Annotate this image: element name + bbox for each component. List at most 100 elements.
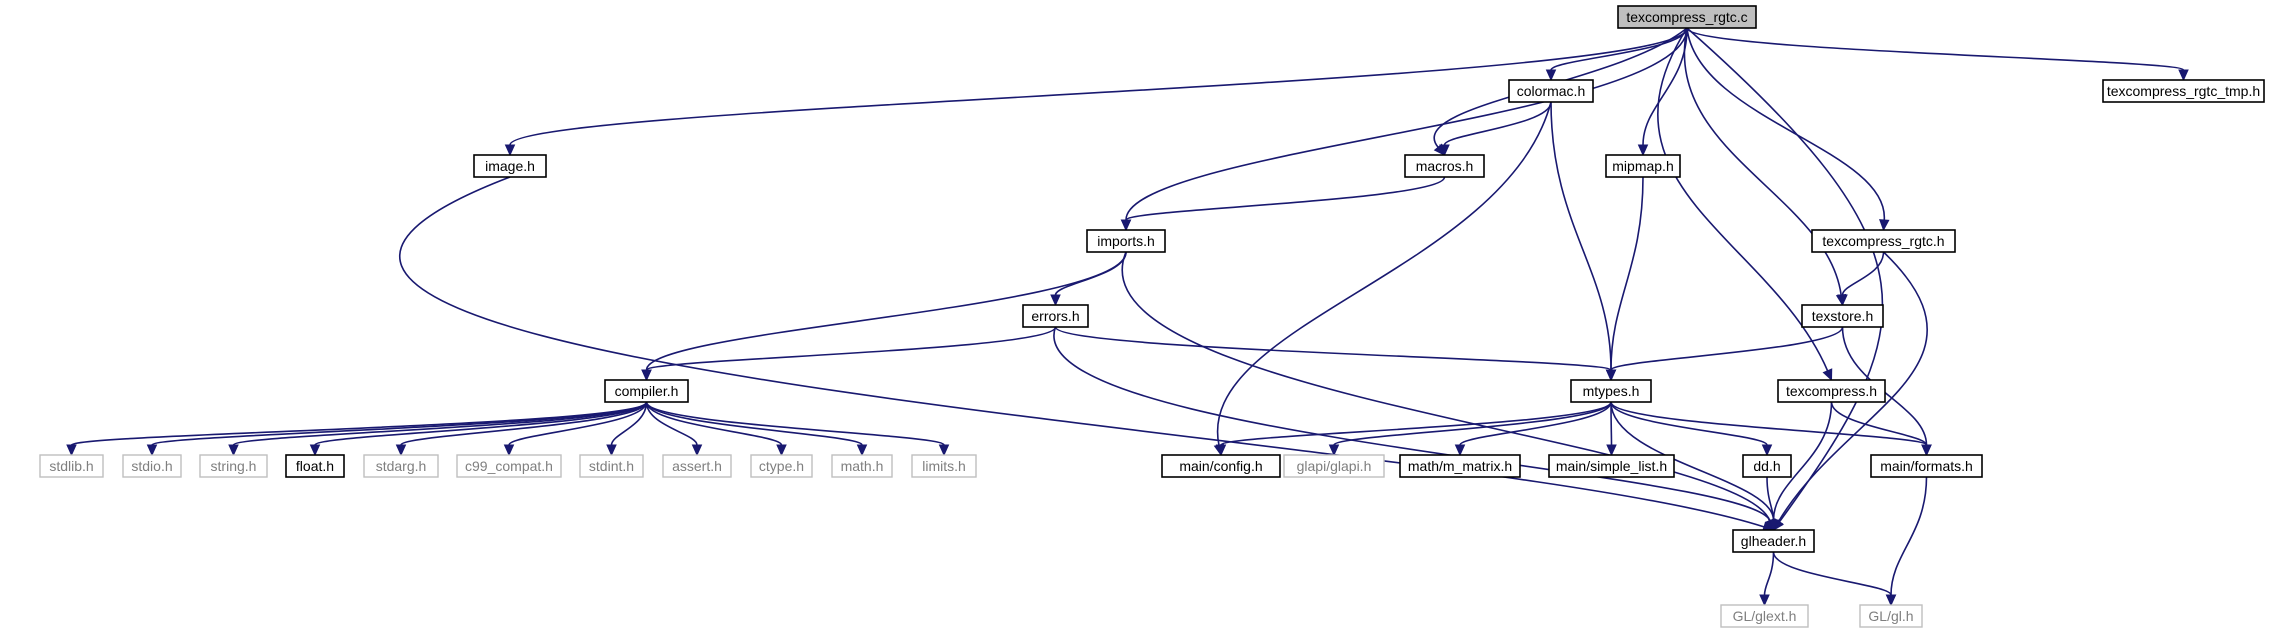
node-glapi-box (1283, 454, 1385, 478)
edge-texcompress-to-glheader (1772, 401, 1833, 521)
node-layer: texcompress_rgtc.c colormac.h texcompress_… (39, 5, 2265, 628)
edge-mtypes-to-glapi (1333, 401, 1612, 446)
node-texstore[interactable]: texstore.h (1801, 304, 1884, 328)
edge-root-to-imports (1125, 27, 1688, 221)
node-tmp[interactable]: texcompress_rgtc_tmp.h (2102, 79, 2265, 103)
arrowhead-compiler-to-assert (691, 444, 703, 457)
edge-glheader-to-glext (1763, 551, 1775, 596)
node-colormac[interactable]: colormac.h (1508, 79, 1594, 103)
edge-rgtc_h-to-glheader (1777, 251, 1928, 522)
node-formats[interactable]: main/formats.h (1870, 454, 1983, 478)
edge-root-to-tmp (1686, 27, 2185, 71)
node-simple_list[interactable]: main/simple_list.h (1548, 454, 1675, 478)
edge-root-to-texcompress (1657, 27, 1829, 372)
edge-mtypes-to-formats (1610, 401, 1928, 446)
arrowhead-macros-to-imports (1120, 219, 1132, 232)
edge-root-to-colormac (1550, 27, 1688, 71)
node-dd-box (1742, 454, 1792, 478)
node-root-box (1617, 5, 1757, 29)
node-root[interactable]: texcompress_rgtc.c (1617, 5, 1757, 29)
node-stdarg[interactable]: stdarg.h (363, 454, 439, 478)
edge-compiler-to-limits (645, 401, 945, 446)
node-c99-box (456, 454, 562, 478)
arrowhead-errors-to-compiler (641, 369, 652, 382)
arrowhead-compiler-to-string (228, 444, 239, 457)
node-formats-label: main/formats.h (1880, 458, 1973, 474)
node-glapi-label: glapi/glapi.h (1297, 458, 1372, 474)
node-c99[interactable]: c99_compat.h (456, 454, 562, 478)
edge-root-to-image (509, 27, 1688, 146)
node-rgtc_h[interactable]: texcompress_rgtc.h (1811, 229, 1956, 253)
arrowhead-compiler-to-stdlib (66, 444, 77, 457)
arrowhead-glheader-to-glext (1759, 594, 1770, 607)
node-config[interactable]: main/config.h (1161, 454, 1281, 478)
arrowhead-compiler-to-c99 (503, 444, 515, 457)
arrowhead-imports-to-errors (1050, 294, 1061, 307)
arrowhead-compiler-to-ctype (776, 444, 787, 457)
node-glheader[interactable]: glheader.h (1732, 529, 1815, 553)
node-image[interactable]: image.h (473, 154, 547, 178)
node-simple_list-box (1548, 454, 1675, 478)
node-rgtc_h-label: texcompress_rgtc.h (1822, 233, 1944, 249)
node-math[interactable]: math.h (831, 454, 893, 478)
arrowhead-compiler-to-math (856, 444, 868, 457)
node-gl-label: GL/gl.h (1868, 608, 1913, 624)
node-stdarg-box (363, 454, 439, 478)
edge-root-to-texstore (1683, 27, 1842, 296)
node-texcompress[interactable]: texcompress.h (1777, 379, 1886, 403)
node-macros[interactable]: macros.h (1404, 154, 1485, 178)
node-texstore-label: texstore.h (1812, 308, 1873, 324)
node-ctype[interactable]: ctype.h (750, 454, 813, 478)
node-float[interactable]: float.h (285, 454, 345, 478)
node-errors-label: errors.h (1031, 308, 1079, 324)
arrowhead-compiler-to-stdarg (395, 444, 407, 457)
edge-compiler-to-stdlib (70, 401, 648, 446)
node-assert[interactable]: assert.h (662, 454, 732, 478)
node-gl-box (1859, 604, 1923, 628)
edge-compiler-to-ctype (645, 401, 783, 446)
node-string[interactable]: string.h (199, 454, 268, 478)
node-texcompress-box (1777, 379, 1886, 403)
arrowhead-mtypes-to-m_matrix (1454, 444, 1466, 457)
node-errors[interactable]: errors.h (1022, 304, 1089, 328)
node-gl[interactable]: GL/gl.h (1859, 604, 1923, 628)
arrowhead-root-to-rgtc_h (1879, 219, 1890, 232)
node-assert-label: assert.h (672, 458, 722, 474)
node-compiler[interactable]: compiler.h (604, 379, 689, 403)
edge-mtypes-to-glheader (1610, 401, 1775, 521)
edge-compiler-to-float (314, 401, 648, 446)
node-texstore-box (1801, 304, 1884, 328)
edge-formats-to-gl (1890, 476, 1928, 596)
node-colormac-box (1508, 79, 1594, 103)
node-string-box (199, 454, 268, 478)
node-limits[interactable]: limits.h (911, 454, 977, 478)
edge-colormac-to-config (1216, 101, 1552, 446)
node-stdlib[interactable]: stdlib.h (39, 454, 104, 478)
node-root-label: texcompress_rgtc.c (1626, 9, 1747, 25)
node-imports-label: imports.h (1097, 233, 1155, 249)
arrowhead-mtypes-to-config (1215, 444, 1227, 457)
arrowhead-compiler-to-stdint (606, 444, 617, 457)
node-m_matrix[interactable]: math/m_matrix.h (1399, 454, 1521, 478)
arrowhead-dd-to-glheader (1768, 519, 1779, 532)
arrowhead-compiler-to-float (309, 444, 321, 457)
node-stdint[interactable]: stdint.h (579, 454, 644, 478)
node-glapi[interactable]: glapi/glapi.h (1283, 454, 1385, 478)
node-imports[interactable]: imports.h (1086, 229, 1166, 253)
edge-texstore-to-mtypes (1610, 326, 1844, 371)
node-stdio-box (122, 454, 182, 478)
node-dd[interactable]: dd.h (1742, 454, 1792, 478)
node-mtypes[interactable]: mtypes.h (1570, 379, 1652, 403)
node-math-label: math.h (841, 458, 884, 474)
arrowhead-mtypes-to-simple_list (1606, 444, 1617, 457)
node-mtypes-box (1570, 379, 1652, 403)
node-glext-label: GL/glext.h (1733, 608, 1797, 624)
node-assert-box (662, 454, 732, 478)
node-macros-label: macros.h (1416, 158, 1474, 174)
node-stdarg-label: stdarg.h (376, 458, 427, 474)
node-mipmap[interactable]: mipmap.h (1605, 154, 1681, 178)
edge-errors-to-mtypes (1054, 326, 1612, 371)
node-glext[interactable]: GL/glext.h (1720, 604, 1809, 628)
node-stdio[interactable]: stdio.h (122, 454, 182, 478)
arrowhead-root-to-tmp (2178, 69, 2189, 82)
